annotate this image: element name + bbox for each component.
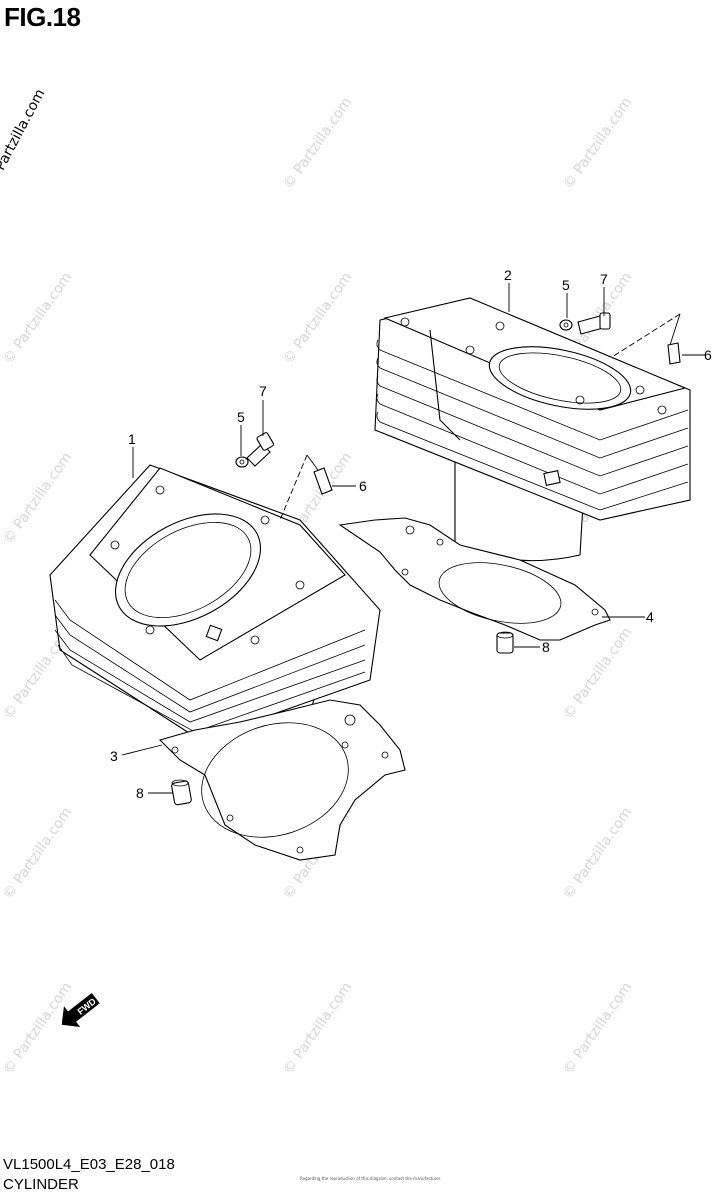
front-gasket — [158, 699, 406, 861]
rear-dowel-pin — [496, 631, 514, 654]
callout-rear-cylinder: 2 — [504, 267, 512, 283]
copyright-note: Regarding the reproduction of this diagr… — [300, 1176, 442, 1181]
watermark-text: © Partzilla.com — [560, 95, 635, 193]
callout-rear-stud: 6 — [704, 347, 712, 363]
callout-rear-gasket: 4 — [646, 609, 654, 625]
watermark-text: © Partzilla.com — [0, 980, 75, 1078]
front-bolt — [246, 432, 275, 467]
rear-gasket — [338, 517, 611, 641]
watermark-text: © Partzilla.com — [280, 980, 355, 1078]
watermark-text: © Partzilla.com — [560, 805, 635, 903]
leader-lines — [121, 283, 705, 794]
callout-front-stud: 6 — [359, 478, 367, 494]
watermark-text: © Partzilla.com — [280, 95, 355, 193]
watermark-text: © Partzilla.com — [560, 980, 635, 1078]
callout-front-cylinder: 1 — [128, 431, 136, 447]
callout-rear-dowel: 8 — [542, 639, 550, 655]
callout-rear-washer: 5 — [562, 277, 570, 293]
figure-title: FIG.18 — [4, 2, 81, 32]
front-dowel-pin — [171, 779, 192, 806]
watermark-text: © Partzilla.com — [560, 625, 635, 723]
diagram-title: CYLINDER — [3, 1176, 79, 1193]
callout-front-washer: 5 — [237, 409, 245, 425]
callout-front-dowel: 8 — [136, 785, 144, 801]
watermark-text: © Partzilla.com — [280, 270, 355, 368]
diagram-code: VL1500L4_E03_E28_018 — [3, 1156, 175, 1173]
watermark-text: © Partzilla.com — [0, 450, 75, 548]
rear-stud — [667, 342, 681, 365]
callout-labels: 2 5 7 6 4 8 1 5 7 6 3 8 — [110, 267, 712, 801]
watermark-text: © Partzilla.com — [0, 270, 75, 368]
front-stud — [313, 467, 333, 495]
callout-front-bolt: 7 — [259, 383, 267, 399]
front-washer — [235, 456, 249, 468]
front-cylinder — [49, 464, 381, 752]
callout-rear-bolt: 7 — [600, 271, 608, 287]
rear-bolt — [577, 312, 611, 335]
watermark-text: © Partzilla.com — [0, 805, 75, 903]
callout-front-gasket: 3 — [110, 748, 118, 764]
rear-washer — [559, 319, 573, 331]
rear-cylinder — [374, 297, 691, 562]
